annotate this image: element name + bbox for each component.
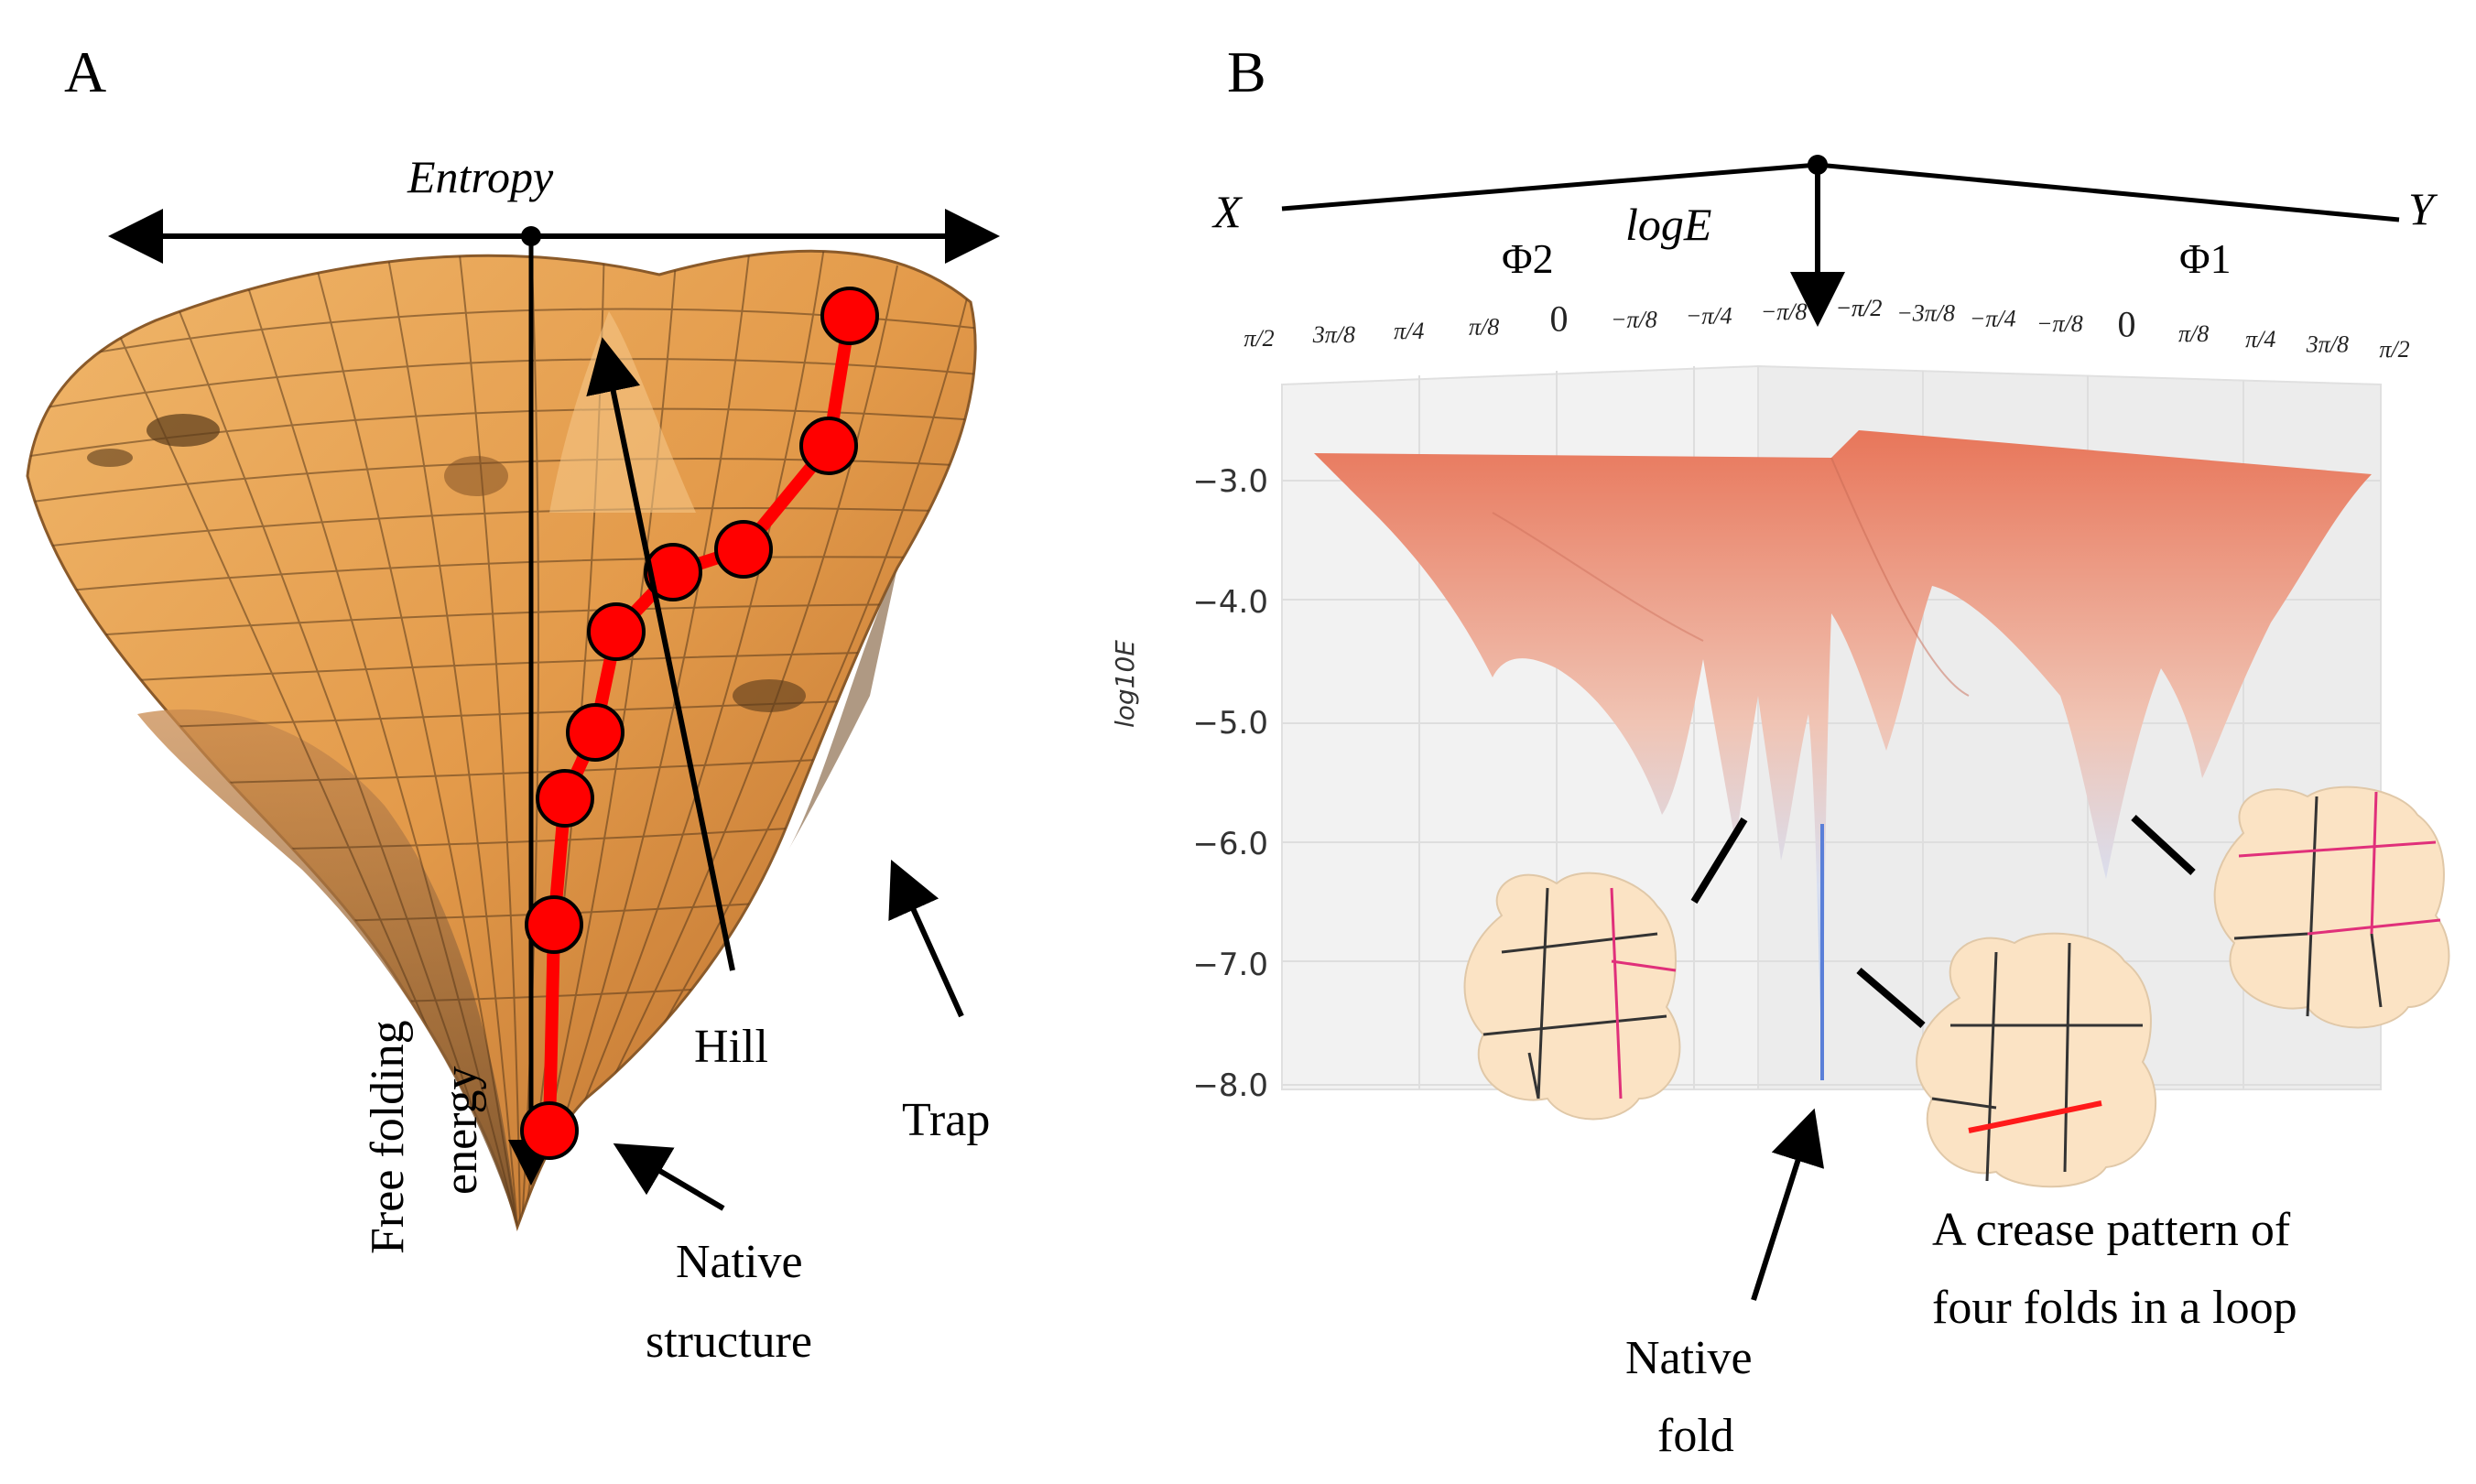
y-axis-line <box>1817 162 2400 222</box>
phi1-tick-label: π/8 <box>2178 320 2209 347</box>
trap-arrow <box>888 860 964 1018</box>
phi2-tick-label: −π/8 <box>1761 298 1808 325</box>
phi2-tick-label: π/8 <box>1469 314 1499 341</box>
path-point <box>644 543 702 601</box>
path-point <box>536 769 594 828</box>
native-fold-line1: Native <box>1625 1332 1753 1384</box>
path-point <box>714 520 773 579</box>
connector-middle <box>1856 967 1926 1029</box>
crease-pattern-right <box>2213 785 2450 1029</box>
phi2-ticks: π/2 3π/8 π/4 π/8 0 −π/8 −π/4 −π/8 −π/2 <box>1243 295 1882 352</box>
phi2-tick-label: π/2 <box>1243 325 1274 352</box>
pit <box>147 414 220 447</box>
native-structure-line1: Native <box>676 1236 803 1288</box>
crease-caption-line2: four folds in a loop <box>1932 1282 2297 1334</box>
phi1-tick-label: −π/8 <box>2036 310 2083 337</box>
path-point <box>525 895 583 954</box>
phi1-ticks: −π/2 −3π/8 −π/4 −π/8 0 π/8 π/4 3π/8 π/2 <box>1836 295 2410 363</box>
panel-a: A <box>26 39 1000 1368</box>
x-axis-label: X <box>1211 186 1243 237</box>
connector-right <box>2131 815 2196 875</box>
energy-label-line1: Free folding <box>362 1020 414 1254</box>
hill-highlight <box>549 311 696 513</box>
phi1-tick-label: −π/4 <box>1970 305 2016 331</box>
orientation-origin <box>1808 155 1828 175</box>
phi2-label: Φ2 <box>1502 235 1554 282</box>
path-point <box>587 602 646 661</box>
phi1-tick-label: 3π/8 <box>2306 330 2349 357</box>
panel-a-letter: A <box>64 39 106 104</box>
phi2-tick-label: −π/2 <box>1836 295 1883 321</box>
y-tick-label: −7.0 <box>1192 947 1268 983</box>
entropy-label: Entropy <box>407 151 554 202</box>
native-fold-line2: fold <box>1657 1410 1734 1462</box>
y-tick-label: −3.0 <box>1192 463 1268 500</box>
y-tick-label: −8.0 <box>1192 1067 1268 1104</box>
phi1-label: Φ1 <box>2179 235 2232 282</box>
path-point <box>520 1101 579 1160</box>
phi1-tick-label: −π/2 <box>1836 295 1883 321</box>
energy-surface <box>1314 430 2372 1080</box>
phi2-tick-label: 0 <box>1550 298 1569 340</box>
path-point <box>820 287 879 345</box>
path-point <box>799 417 858 475</box>
y-tick-label: −6.0 <box>1192 826 1268 862</box>
crease-pattern-middle <box>1916 932 2156 1188</box>
phi2-tick-label: π/4 <box>1394 318 1424 344</box>
crease-caption-line1: A crease pattern of <box>1932 1204 2291 1256</box>
native-structure-line2: structure <box>646 1316 812 1368</box>
folding-path <box>520 287 879 1160</box>
y-axis-title: log10E <box>1110 640 1140 728</box>
hill-arrow <box>586 337 735 971</box>
phi2-tick-label: 3π/8 <box>1312 321 1355 348</box>
pit <box>733 679 806 712</box>
native-fold-arrow <box>1751 1108 1825 1301</box>
phi2-tick-label: −π/8 <box>1611 306 1657 332</box>
phi1-tick-label: π/4 <box>2245 326 2275 352</box>
pit <box>444 456 508 496</box>
y-tick-label: −5.0 <box>1192 705 1268 742</box>
path-point <box>566 703 624 762</box>
phi1-tick-label: 0 <box>2118 304 2136 345</box>
y-axis-label: Y <box>2408 183 2438 234</box>
connector-left <box>1690 817 1748 904</box>
phi1-tick-label: −3π/8 <box>1896 300 1955 327</box>
y-ticks: −3.0 −4.0 −5.0 −6.0 −7.0 −8.0 <box>1192 463 1268 1104</box>
native-structure-arrow <box>613 1143 725 1211</box>
y-tick-label: −4.0 <box>1192 584 1268 621</box>
hill-label: Hill <box>694 1021 768 1073</box>
phi1-tick-label: π/2 <box>2379 336 2409 363</box>
pit <box>87 449 133 467</box>
trap-label: Trap <box>902 1094 990 1146</box>
phi2-tick-label: −π/4 <box>1686 302 1732 329</box>
x-axis-line <box>1281 162 1819 211</box>
crease-pattern-left <box>1463 872 1681 1121</box>
logE-label: logE <box>1625 199 1711 250</box>
energy-label-line2: energy <box>435 1066 487 1195</box>
panel-b-letter: B <box>1227 39 1266 104</box>
